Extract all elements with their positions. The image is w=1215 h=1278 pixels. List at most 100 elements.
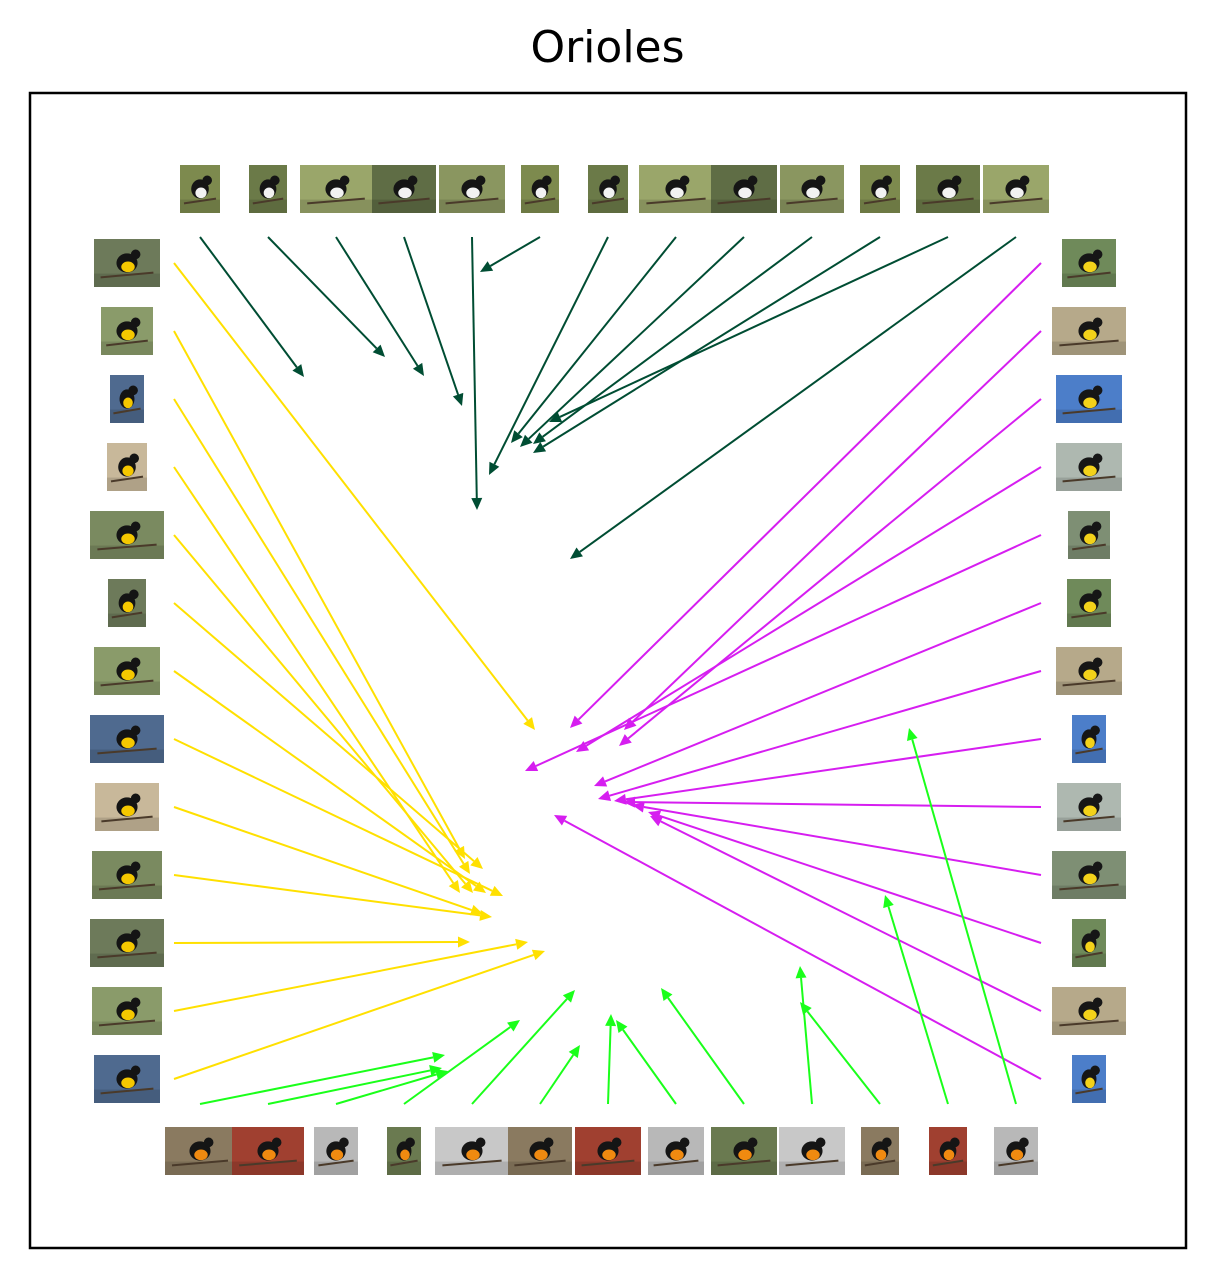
bottom-thumbnail-8	[648, 1127, 704, 1175]
right-thumbnail-1	[1062, 239, 1116, 287]
right-thumbnail-2	[1052, 307, 1126, 355]
left-arrow-9	[173, 806, 483, 916]
left-thumbnail-6	[108, 579, 146, 627]
right-arrow-13	[554, 815, 1042, 1080]
left-arrow-1	[173, 262, 535, 730]
top-thumbnail-11	[860, 165, 900, 213]
bottom-thumbnail-10	[779, 1127, 845, 1175]
bottom-arrow-3	[335, 1069, 448, 1105]
right-arrow-5	[525, 534, 1042, 772]
bottom-arrow-5	[471, 990, 575, 1105]
bottom-arrow-6	[539, 1045, 580, 1105]
right-arrow-1	[570, 262, 1042, 728]
top-thumbnail-10	[780, 165, 844, 213]
bottom-arrow-13	[906, 728, 1017, 1105]
left-arrow-3	[173, 398, 470, 874]
bottom-arrow-10	[795, 966, 813, 1105]
left-arrow-8	[173, 738, 503, 896]
left-arrow-5	[173, 534, 473, 893]
left-arrow-4	[173, 466, 460, 893]
bottom-thumbnail-12	[929, 1127, 967, 1175]
left-thumbnail-7	[94, 647, 160, 695]
right-thumbnail-7	[1056, 647, 1122, 695]
top-thumbnail-4	[372, 165, 436, 213]
left-arrow-12	[173, 938, 528, 1012]
bottom-thumbnail-6	[508, 1127, 572, 1175]
left-arrow-6	[173, 602, 483, 869]
top-thumbnail-5	[439, 165, 505, 213]
right-thumbnail-8	[1072, 715, 1106, 763]
top-arrow-5	[471, 236, 483, 510]
top-thumbnail-1	[180, 165, 220, 213]
top-arrow-3	[335, 236, 424, 376]
bottom-thumbnail-11	[861, 1127, 899, 1175]
bottom-thumbnail-2	[232, 1127, 304, 1175]
right-thumbnail-13	[1072, 1055, 1106, 1103]
right-arrow-4	[576, 466, 1042, 752]
left-thumbnail-4	[107, 443, 147, 491]
plot-frame	[28, 91, 1188, 1250]
top-arrow-13	[570, 236, 1017, 559]
right-arrow-6	[594, 602, 1042, 787]
left-arrow-10	[173, 874, 492, 921]
bottom-thumbnail-7	[575, 1127, 641, 1175]
arrow-layer	[173, 236, 1042, 1105]
left-thumbnail-2	[101, 307, 153, 355]
left-thumbnail-11	[90, 919, 164, 967]
left-thumbnail-13	[94, 1055, 160, 1103]
bottom-thumbnail-5	[435, 1127, 509, 1175]
left-thumbnail-9	[95, 783, 159, 831]
bottom-arrow-8	[616, 1020, 677, 1105]
right-thumbnail-3	[1056, 375, 1122, 423]
top-thumbnail-7	[588, 165, 628, 213]
bottom-thumbnail-1	[165, 1127, 235, 1175]
right-thumbnail-5	[1068, 511, 1110, 559]
bottom-arrow-1	[199, 1051, 445, 1105]
right-arrow-3	[619, 398, 1042, 746]
top-arrow-1	[199, 236, 304, 377]
bottom-thumbnail-9	[711, 1127, 777, 1175]
right-arrow-2	[624, 330, 1042, 730]
bottom-thumbnail-3	[314, 1127, 358, 1175]
left-thumbnail-8	[90, 715, 164, 763]
top-thumbnail-8	[639, 165, 713, 213]
top-arrow-6	[480, 236, 541, 272]
top-thumbnail-2	[249, 165, 287, 213]
top-arrow-12	[549, 236, 949, 422]
left-thumbnail-12	[92, 987, 162, 1035]
left-thumbnail-3	[110, 375, 144, 423]
top-thumbnail-9	[711, 165, 777, 213]
right-thumbnail-12	[1052, 987, 1126, 1035]
left-arrow-11	[173, 936, 470, 948]
left-thumbnail-1	[94, 239, 160, 287]
top-thumbnail-12	[916, 165, 980, 213]
top-arrow-7	[489, 236, 609, 475]
bottom-arrow-12	[883, 895, 949, 1105]
top-arrow-11	[533, 236, 881, 453]
top-thumbnail-3	[300, 165, 372, 213]
top-thumbnail-13	[983, 165, 1049, 213]
right-thumbnail-11	[1072, 919, 1106, 967]
left-arrow-13	[173, 949, 545, 1080]
right-arrow-7	[598, 670, 1042, 801]
top-arrow-8	[511, 236, 677, 443]
thumbnail-layer	[90, 165, 1126, 1175]
right-thumbnail-6	[1067, 579, 1111, 627]
bottom-arrow-9	[661, 988, 745, 1105]
top-thumbnail-6	[521, 165, 559, 213]
top-arrow-2	[267, 236, 385, 357]
right-arrow-10	[632, 801, 1042, 876]
top-arrow-9	[520, 236, 745, 447]
chart-title: Orioles	[530, 22, 685, 73]
right-arrow-11	[648, 810, 1042, 944]
bottom-arrow-4	[403, 1020, 520, 1105]
top-arrow-4	[403, 236, 464, 406]
bottom-thumbnail-4	[387, 1127, 421, 1175]
right-arrow-12	[650, 816, 1042, 1012]
bottom-arrow-7	[605, 1014, 617, 1105]
bottom-arrow-11	[800, 1002, 881, 1105]
left-thumbnail-10	[92, 851, 162, 899]
left-thumbnail-5	[90, 511, 164, 559]
right-arrow-8	[614, 738, 1042, 805]
